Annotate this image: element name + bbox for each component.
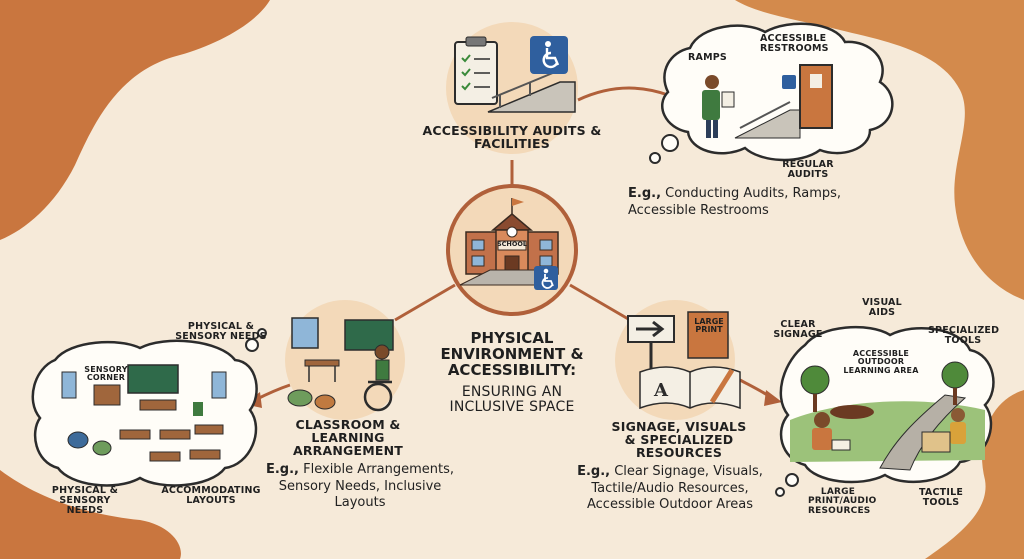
arrow-audits xyxy=(577,86,669,102)
classroom-example: E.g., Flexible Arrangements, Sensory Nee… xyxy=(262,462,458,512)
audits-bubble xyxy=(649,22,894,164)
signage-bubble xyxy=(775,325,995,497)
classroom-title: CLASSROOM & LEARNING ARRANGEMENT xyxy=(292,417,404,459)
bubble-label-restrooms: ACCESSIBLE RESTROOMS xyxy=(760,33,829,54)
bubble-label-sensory-corner: SENSORY CORNER xyxy=(84,365,128,383)
audits-eg-prefix: E.g., xyxy=(628,186,662,201)
connector-right xyxy=(569,283,631,322)
bubble-label-clear-signage: CLEAR SIGNAGE xyxy=(773,319,823,340)
bubble-label-needs-bottom: PHYSICAL & SENSORY NEEDS xyxy=(51,485,119,516)
signage-eg-text: Clear Signage, Visuals, Tactile/Audio Re… xyxy=(586,464,763,513)
blob-bottom-left xyxy=(0,470,181,559)
signage-example: E.g., Clear Signage, Visuals, Tactile/Au… xyxy=(570,464,770,514)
center-title: PHYSICAL ENVIRONMENT & ACCESSIBILITY: xyxy=(440,329,584,379)
classroom-graphic xyxy=(285,300,405,420)
audits-graphic xyxy=(446,22,578,154)
center-subtitle: ENSURING AN INCLUSIVE SPACE xyxy=(449,384,575,415)
bubble-label-outdoor: ACCESSIBLE OUTDOOR LEARNING AREA xyxy=(843,349,919,375)
bubble-label-tactile: TACTILE TOOLS xyxy=(918,487,964,508)
classroom-eg-prefix: E.g., xyxy=(265,462,299,477)
audits-example: E.g., Conducting Audits, Ramps, Accessib… xyxy=(628,186,868,219)
bubble-label-needs-top: PHYSICAL & SENSORY NEEDS xyxy=(175,321,267,342)
book-label: LARGE PRINT xyxy=(694,317,724,335)
bubble-label-tools: SPECIALIZED TOOLS xyxy=(928,325,1000,346)
bubble-label-ramps: RAMPS xyxy=(688,52,727,63)
bubble-label-layouts: ACCOMMODATING LAYOUTS xyxy=(161,485,261,506)
classroom-eg-text: Flexible Arrangements, Sensory Needs, In… xyxy=(278,462,455,511)
bubble-label-regular-audits: REGULAR AUDITS xyxy=(782,159,834,180)
audits-eg-text: Conducting Audits, Ramps, Accessible Res… xyxy=(628,186,842,218)
hub-school-graphic xyxy=(446,184,578,316)
connector-left xyxy=(394,283,456,322)
signage-eg-prefix: E.g., xyxy=(577,464,611,479)
bubble-label-large-print: LARGE PRINT/AUDIO RESOURCES xyxy=(808,487,877,516)
audits-title: ACCESSIBILITY AUDITS & FACILITIES xyxy=(422,123,602,152)
signage-title: SIGNAGE, VISUALS & SPECIALIZED RESOURCES xyxy=(611,419,747,461)
school-sign-text: SCHOOL xyxy=(496,240,528,248)
classroom-bubble xyxy=(31,328,267,487)
signage-graphic: A xyxy=(615,300,741,420)
blob-bottom-right xyxy=(925,390,1024,559)
bubble-label-visual-aids: VISUAL AIDS xyxy=(862,297,902,318)
svg-text:A: A xyxy=(653,380,669,401)
arrow-signage-head xyxy=(764,390,782,406)
blob-top-right xyxy=(735,0,1024,300)
blob-top-left xyxy=(0,0,270,240)
